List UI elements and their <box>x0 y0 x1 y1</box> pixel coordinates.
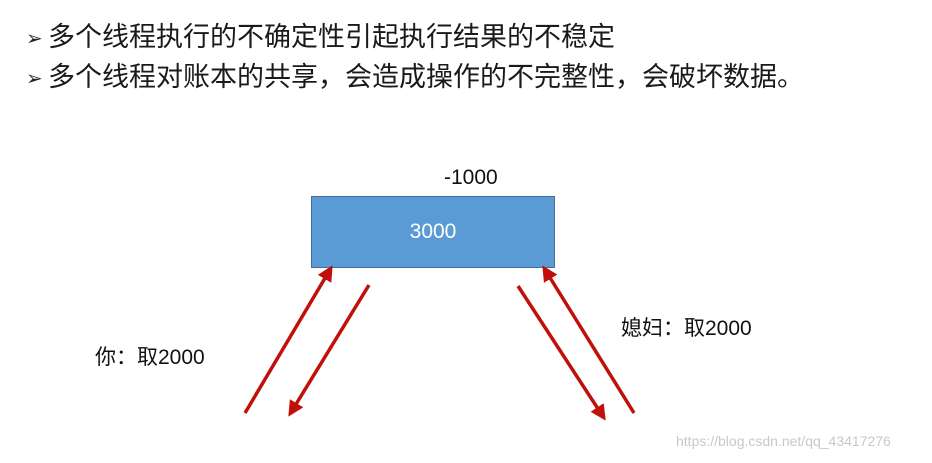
wife-withdraw-label: 媳妇：取2000 <box>621 317 752 340</box>
arrow-bullet-icon: ➢ <box>26 66 43 90</box>
watermark-text: https://blog.csdn.net/qq_43417276 <box>676 433 891 449</box>
bullet-item-1: ➢ 多个线程执行的不确定性引起执行结果的不稳定 <box>26 18 926 58</box>
bullet-list: ➢ 多个线程执行的不确定性引起执行结果的不稳定 ➢ 多个线程对账本的共享，会造成… <box>26 18 926 98</box>
right-down-arrow <box>516 285 606 421</box>
left-up-arrow <box>243 265 333 414</box>
bullet-item-2: ➢ 多个线程对账本的共享，会造成操作的不完整性，会破坏数据。 <box>26 58 926 98</box>
account-balance-box: 3000 <box>311 196 555 268</box>
right-up-arrow <box>542 265 636 414</box>
you-withdraw-label: 你：取2000 <box>95 346 205 369</box>
arrow-bullet-icon: ➢ <box>26 26 43 50</box>
account-balance-value: 3000 <box>409 220 457 243</box>
bullet-text-2: 多个线程对账本的共享，会造成操作的不完整性，会破坏数据。 <box>48 62 804 93</box>
withdraw-change-label: -1000 <box>444 166 498 189</box>
left-down-arrow <box>288 284 371 417</box>
bullet-text-1: 多个线程执行的不确定性引起执行结果的不稳定 <box>48 22 615 53</box>
